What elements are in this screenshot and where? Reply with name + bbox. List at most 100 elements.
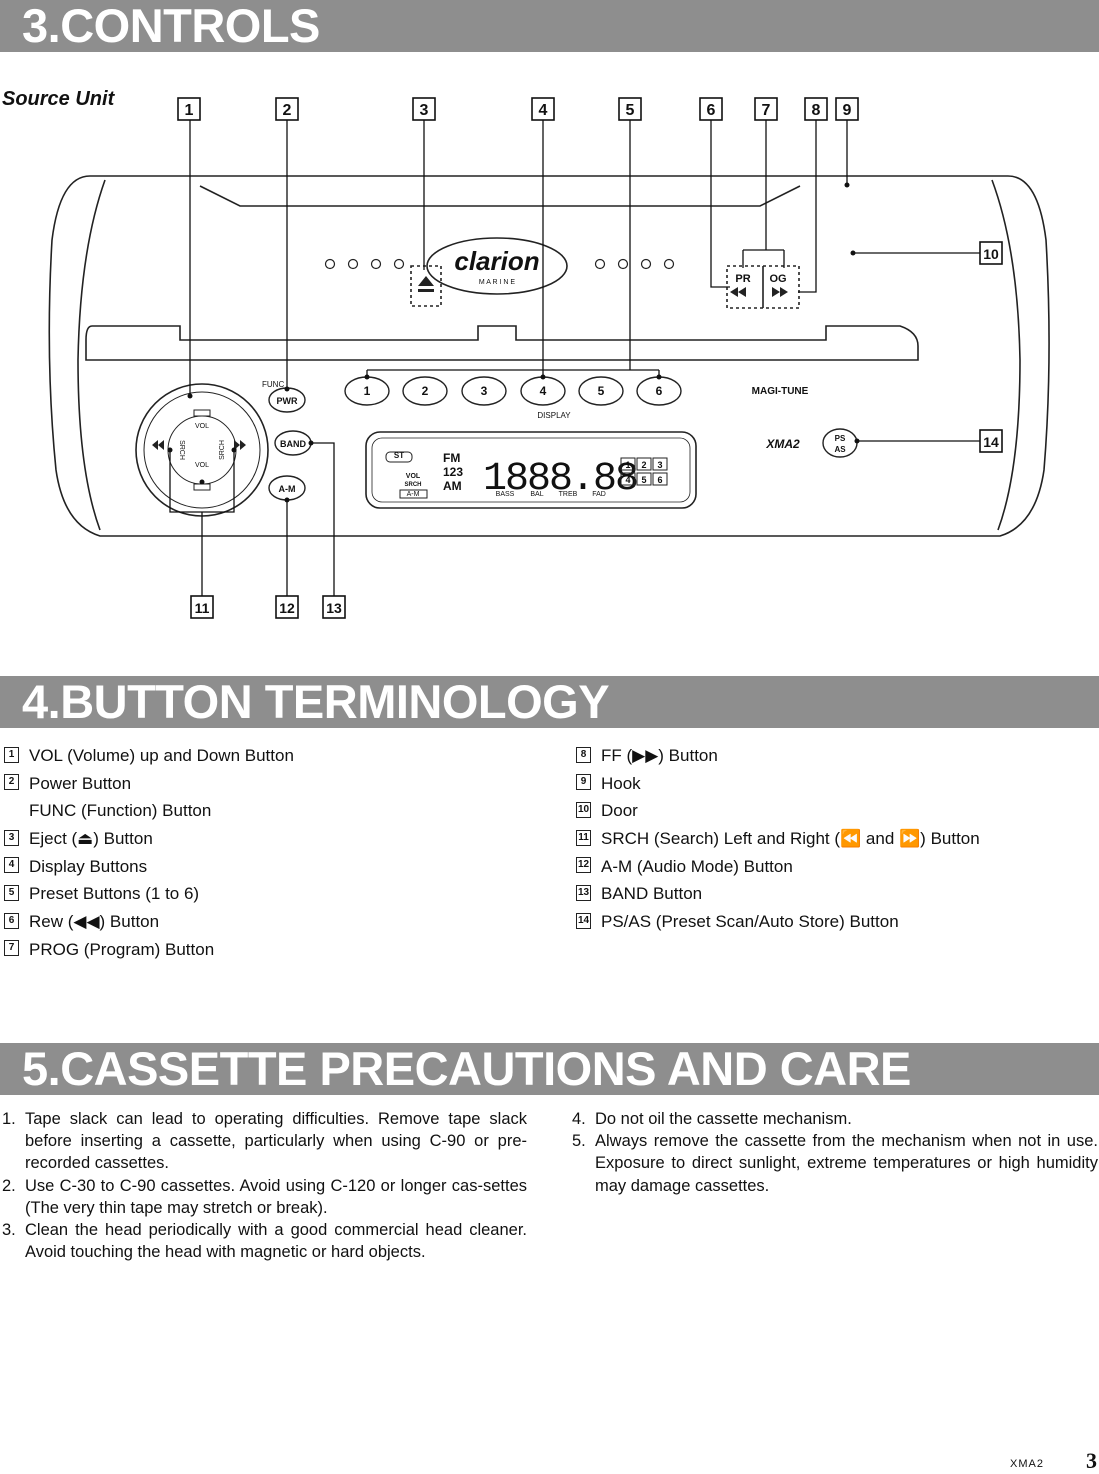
as-label: AS: [834, 445, 846, 454]
magi-tune-logo: MAGI-TUNE: [752, 386, 809, 397]
display-label: DISPLAY: [537, 411, 571, 420]
lcd-vol-label: VOL: [406, 473, 421, 480]
preset-label: 2: [422, 384, 429, 398]
preset-button-3: [461, 376, 507, 406]
knob-search-right-label: SRCH: [219, 440, 226, 460]
lcd-preset-indicator: 5: [641, 475, 646, 485]
fast-forward-icon: [772, 287, 788, 297]
term-number: 5: [4, 884, 19, 901]
preset-button-5: [578, 376, 624, 406]
section-title: 5.CASSETTE PRECAUTIONS AND CARE: [22, 1042, 911, 1095]
lcd-am-label: AM: [443, 479, 462, 493]
term-text: Hook: [601, 773, 641, 793]
lcd-digits: 1888.88: [483, 457, 637, 502]
term-item: 6 Rew (◀◀) Button: [4, 908, 294, 936]
care-item: 1. Tape slack can lead to operating diffi…: [2, 1108, 527, 1175]
prog-label-left: PR: [735, 273, 750, 285]
preset-label: 3: [481, 384, 488, 398]
preset-label: 5: [598, 384, 605, 398]
rewind-icon: [730, 287, 746, 297]
lcd-treb-label: TREB: [559, 491, 578, 498]
lcd-preset-indicator: 2: [641, 460, 646, 470]
callout-12: 12: [279, 600, 295, 616]
term-text: PS/AS (Preset Scan/Auto Store) Button: [601, 912, 899, 932]
lcd-preset-indicator: 1: [625, 460, 630, 470]
callout-13: 13: [326, 600, 342, 616]
section-banner-terminology: 4.BUTTON TERMINOLOGY: [0, 676, 1099, 728]
care-item-number: 1.: [2, 1110, 16, 1128]
term-item: 10 Door: [576, 797, 980, 825]
lcd-preset-indicator: 6: [657, 475, 662, 485]
care-item-text: Use C-30 to C-90 cassettes. Avoid using …: [25, 1176, 527, 1217]
term-number: 11: [576, 829, 591, 846]
term-number: 6: [4, 912, 19, 929]
term-number: 10: [576, 801, 591, 818]
knob-vol-down-label: VOL: [195, 462, 209, 469]
lcd-fad-label: FAD: [592, 491, 606, 498]
lcd-band-number: 123: [443, 465, 463, 479]
source-unit-diagram: clarion M A R I N E PR OG FUNC PWR BAND …: [48, 97, 1050, 619]
am-label: A-M: [279, 484, 296, 494]
callout-1: 1: [185, 102, 194, 119]
term-number: 3: [4, 829, 19, 846]
care-list-left: 1. Tape slack can lead to operating diffi…: [2, 1108, 527, 1263]
term-text: PROG (Program) Button: [29, 939, 215, 959]
preset-button-2: [402, 376, 448, 406]
callout-5: 5: [626, 102, 635, 119]
term-number: 14: [576, 912, 591, 929]
model-logo: XMA2: [765, 437, 800, 451]
ps-label: PS: [835, 434, 846, 443]
lcd-preset-indicator: 3: [657, 460, 662, 470]
care-item-text: Always remove the cassette from the mech…: [595, 1132, 1098, 1195]
term-text: Power Button: [29, 773, 132, 793]
term-text: Rew (◀◀) Button: [29, 912, 160, 932]
knob-search-left-label: SRCH: [178, 440, 185, 460]
care-item-number: 4.: [572, 1110, 586, 1128]
knob-vol-up-label: VOL: [195, 423, 209, 430]
care-item: 2. Use C-30 to C-90 cassettes. Avoid usin…: [2, 1175, 527, 1219]
care-list-right: 4. Do not oil the cassette mechanism. 5.A…: [572, 1108, 1098, 1197]
term-text: Door: [601, 801, 638, 821]
term-number: 9: [576, 774, 591, 791]
pwr-label: PWR: [277, 396, 298, 406]
brand-logo: [426, 237, 568, 295]
term-item: 11 SRCH (Search) Left and Right (⏪ and ⏩)…: [576, 825, 980, 853]
page-number: 3: [1086, 1448, 1097, 1473]
care-item-text: Tape slack can lead to operating difficu…: [25, 1110, 527, 1173]
care-item-number: 2.: [2, 1176, 16, 1195]
care-item: 5.Always remove the cassette from the me…: [572, 1130, 1098, 1197]
term-number: 2: [4, 774, 19, 791]
callout-11: 11: [195, 600, 210, 616]
preset-label: 4: [540, 384, 547, 398]
section-title: 4.BUTTON TERMINOLOGY: [22, 675, 610, 728]
brand-text: clarion: [454, 246, 539, 276]
lcd-srch-label: SRCH: [404, 482, 421, 488]
callout-3: 3: [420, 102, 429, 119]
prog-ff-button: [762, 265, 800, 309]
care-item-text: Clean the head periodically with a good …: [25, 1221, 527, 1262]
eject-button: [410, 265, 442, 307]
term-number: 13: [576, 884, 591, 901]
term-text: SRCH (Search) Left and Right (⏪ and ⏩) B…: [601, 829, 980, 849]
care-item-text: Do not oil the cassette mechanism.: [595, 1110, 852, 1128]
eject-icon: [418, 276, 434, 292]
section-banner-care: 5.CASSETTE PRECAUTIONS AND CARE: [0, 1043, 1099, 1095]
term-text: FUNC (Function) Button: [29, 801, 212, 821]
term-item: 2 Power Button: [4, 770, 294, 798]
callout-6: 6: [707, 102, 716, 119]
volume-search-knob: [135, 383, 269, 517]
term-text: Display Buttons: [29, 856, 148, 876]
func-label: FUNC: [262, 380, 284, 389]
term-number: 12: [576, 857, 591, 874]
lcd-fm-label: FM: [443, 451, 460, 465]
term-text: FF (▶▶) Button: [601, 746, 718, 765]
term-text: VOL (Volume) up and Down Button: [29, 746, 294, 765]
lcd-bal-label: BAL: [530, 491, 543, 498]
